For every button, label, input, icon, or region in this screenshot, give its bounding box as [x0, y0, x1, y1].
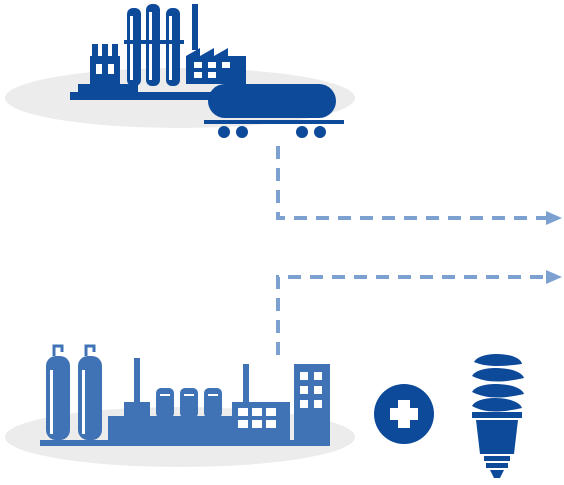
arrow-plant-path [276, 275, 548, 355]
industrial-plant-icon [40, 344, 330, 446]
arrow-head-1 [546, 211, 562, 225]
plus-icon [374, 384, 434, 444]
cfl-bulb-icon [472, 353, 524, 478]
refinery-with-tanker-icon [70, 4, 344, 138]
arrow-refinery-path [276, 146, 548, 220]
arrow-head-2 [546, 270, 562, 284]
flow-arrows [276, 146, 548, 355]
